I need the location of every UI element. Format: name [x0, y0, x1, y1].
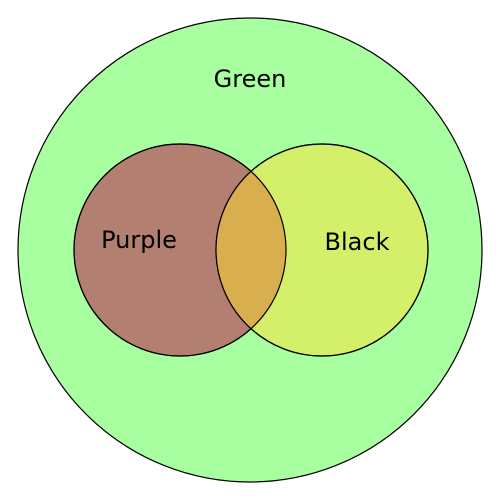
- set-green-label: Green: [214, 65, 287, 93]
- set-purple-label: Purple: [101, 226, 177, 254]
- set-black-outline: [215, 143, 429, 357]
- set-purple-outline: [73, 143, 287, 357]
- purple-black-overlap: [216, 144, 286, 356]
- set-black-label: Black: [325, 228, 390, 256]
